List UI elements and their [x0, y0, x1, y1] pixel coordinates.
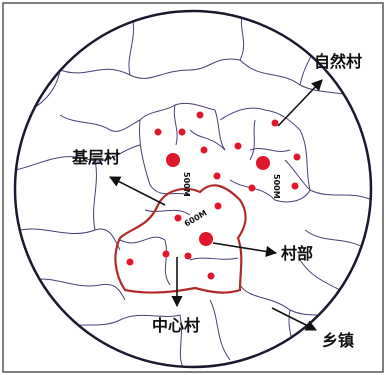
callout-arrows: [109, 79, 323, 331]
distance-label-2: 500M: [272, 174, 281, 199]
village-points: [126, 111, 301, 280]
village-dot: [293, 153, 301, 161]
parcel-boundaries: [15, 11, 371, 367]
village-dot: [154, 128, 162, 136]
label-village-office: 村部: [281, 244, 313, 263]
label-natural-village: 自然村: [314, 52, 362, 71]
township-boundary: [13, 9, 373, 369]
village-dot: [178, 128, 186, 136]
basic-village-dot: [166, 153, 180, 167]
label-central-village: 中心村: [152, 316, 200, 335]
village-dot: [196, 111, 204, 119]
arrow-township: [271, 307, 318, 331]
village-dot: [234, 142, 242, 150]
arrow-basic-village: [109, 176, 166, 206]
village-dot: [207, 272, 215, 280]
village-dot: [271, 119, 279, 127]
village-dot: [174, 214, 182, 222]
central-village-outline: [114, 184, 247, 294]
basic-village-dot: [256, 156, 270, 170]
village-dot: [213, 172, 221, 180]
arrow-natural-village: [277, 79, 323, 127]
village-dot: [200, 146, 208, 154]
label-basic-village: 基层村: [71, 148, 120, 167]
village-dot: [248, 184, 256, 192]
label-township: 乡镇: [322, 331, 354, 350]
village-dot: [291, 182, 299, 190]
village-dot: [126, 258, 134, 266]
village-office-dot: [199, 232, 213, 246]
distance-label-1: 500M: [182, 172, 191, 197]
village-dot: [162, 250, 170, 258]
village-dot: [184, 252, 192, 260]
arrow-village-office: [212, 242, 278, 257]
village-dot: [214, 202, 222, 210]
